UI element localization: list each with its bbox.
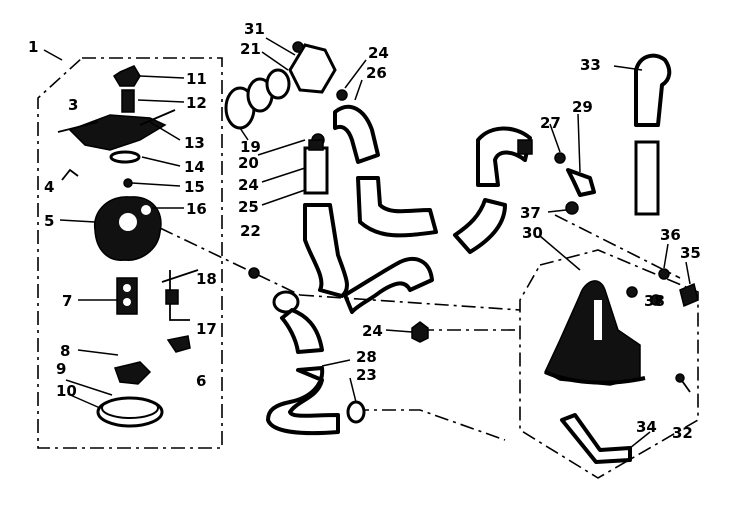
- callout-6: 6: [196, 372, 206, 390]
- fitting-22: [248, 267, 260, 279]
- connection-lines: [159, 214, 681, 441]
- callout-8: 8: [60, 342, 70, 360]
- screw-32: [675, 373, 691, 393]
- callout-5: 5: [44, 212, 54, 230]
- callout-3: 3: [68, 96, 78, 114]
- callout-24a: 24: [238, 176, 259, 194]
- callout-7: 7: [62, 292, 72, 310]
- elbow-hose-28: [272, 290, 324, 354]
- seal-7: [116, 277, 138, 315]
- leader-lines: [43, 37, 691, 449]
- callout-32: 32: [672, 424, 693, 442]
- callout-28: 28: [356, 348, 377, 366]
- callout-15: 15: [184, 178, 205, 196]
- callout-30: 30: [522, 224, 543, 242]
- callout-9: 9: [56, 360, 66, 378]
- tub-30: [544, 280, 646, 386]
- callout-14: 14: [184, 158, 205, 176]
- callout-23: 23: [356, 366, 377, 384]
- callout-21: 21: [240, 40, 261, 58]
- hose-vertical: [303, 203, 349, 298]
- callout-18: 18: [196, 270, 217, 288]
- callout-13: 13: [184, 134, 205, 152]
- callout-numbers: 1 3 11 12 13 14 15 16 4 5 18 17 7 6 8 9 …: [28, 20, 701, 442]
- bracket-17-18: [161, 269, 199, 321]
- callout-19: 19: [240, 138, 261, 156]
- hose-upper-arch: [343, 257, 434, 314]
- callout-26: 26: [366, 64, 387, 82]
- callout-20: 20: [238, 154, 259, 172]
- hose-33: [634, 53, 672, 216]
- elbow-21-31: [288, 41, 337, 94]
- callout-36: 36: [660, 226, 681, 244]
- right-assembly-outline: [519, 249, 699, 479]
- callout-12: 12: [186, 94, 207, 112]
- callout-25: 25: [238, 198, 259, 216]
- callout-38: 38: [644, 292, 665, 310]
- callout-1: 1: [28, 38, 38, 56]
- hose-right-elbow: [453, 198, 507, 254]
- fittings-35-36-38: [626, 268, 699, 308]
- callout-16: 16: [186, 200, 207, 218]
- pump-housing-16: [94, 196, 162, 261]
- ball-15: [123, 178, 133, 188]
- clamp-23: [346, 400, 366, 424]
- callout-34: 34: [636, 418, 657, 436]
- callout-31: 31: [244, 20, 265, 38]
- callout-4: 4: [44, 178, 54, 196]
- callout-11: 11: [186, 70, 207, 88]
- callout-29: 29: [572, 98, 593, 116]
- hose-middle-s: [356, 176, 438, 238]
- callout-27: 27: [540, 114, 561, 132]
- callout-35: 35: [680, 244, 701, 262]
- screw-4: [61, 168, 79, 181]
- callout-24b: 24: [368, 44, 389, 62]
- agitator-mechanism-13: [57, 109, 176, 151]
- left-assembly-outline: [37, 57, 223, 449]
- callout-10: 10: [56, 382, 77, 400]
- callout-17: 17: [196, 320, 217, 338]
- washer-14: [109, 150, 141, 164]
- bracket-34: [560, 413, 632, 464]
- seal-rings-19: [224, 68, 291, 130]
- callout-22: 22: [240, 222, 261, 240]
- clamps-24: [311, 89, 429, 343]
- clip-6: [166, 335, 191, 353]
- ring-9-10: [96, 396, 164, 428]
- callout-24c: 24: [362, 322, 383, 340]
- impeller-8: [114, 361, 152, 385]
- callout-33: 33: [580, 56, 601, 74]
- hose-20-25: [303, 139, 329, 195]
- hose-26: [333, 104, 380, 164]
- cap-11: [112, 65, 141, 87]
- fittings-27-29-37: [554, 152, 596, 215]
- spring-12: [121, 89, 135, 113]
- callout-37: 37: [520, 204, 541, 222]
- hose-right-hook: [476, 126, 533, 187]
- hose-lower-u: [266, 366, 340, 436]
